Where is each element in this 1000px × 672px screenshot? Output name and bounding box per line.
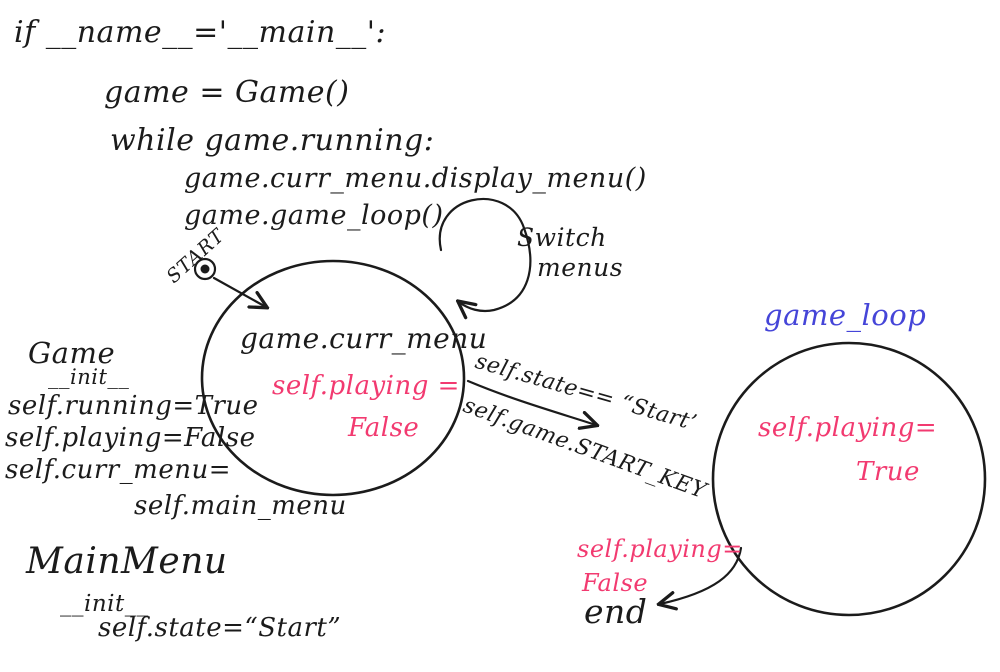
- game-loop-title: game_loop: [764, 298, 927, 332]
- left-state-note-line1: self.playing =: [272, 371, 460, 401]
- right-state-note-line2: True: [856, 457, 920, 487]
- start-marker-icon: [193, 257, 217, 281]
- mainmenu-class-init: __init__: [60, 591, 149, 617]
- left-state-note-line2: False: [348, 413, 420, 443]
- game-attr-playing: self.playing=False: [5, 423, 256, 453]
- game-attr-main-menu: self.main_menu: [134, 491, 347, 521]
- left-state-title: game.curr_menu: [240, 322, 488, 355]
- game-attr-curr-menu: self.curr_menu=: [5, 455, 231, 485]
- mainmenu-state-attr: self.state=“Start”: [98, 613, 342, 643]
- right-state-circle: [711, 341, 987, 617]
- self-loop-arrow: [438, 197, 532, 311]
- end-arrow: [660, 546, 743, 604]
- mainmenu-class-title: MainMenu: [26, 541, 228, 582]
- transition-arrow: [466, 379, 596, 425]
- start-arrow: [212, 276, 266, 307]
- game-class-init: __init__: [48, 365, 130, 389]
- end-note-line1: self.playing=: [577, 535, 743, 563]
- end-label: end: [584, 592, 648, 631]
- code-line-display-menu: game.curr_menu.display_menu(): [184, 163, 647, 194]
- switch-menus-label-line2: menus: [537, 253, 624, 282]
- right-state-note-line1: self.playing=: [758, 413, 938, 443]
- code-line-while-loop: while game.running:: [110, 123, 435, 158]
- switch-menus-label-line1: Switch: [517, 223, 607, 252]
- code-line-game-init: game = Game(): [104, 75, 350, 110]
- code-line-game-loop: game.game_loop(): [184, 200, 444, 231]
- code-line-if-main: if __name__='__main__':: [14, 15, 387, 50]
- end-note-line2: False: [582, 569, 649, 597]
- game-class-title: Game: [28, 336, 116, 370]
- left-state-circle: [200, 259, 466, 497]
- game-attr-running: self.running=True: [8, 391, 259, 421]
